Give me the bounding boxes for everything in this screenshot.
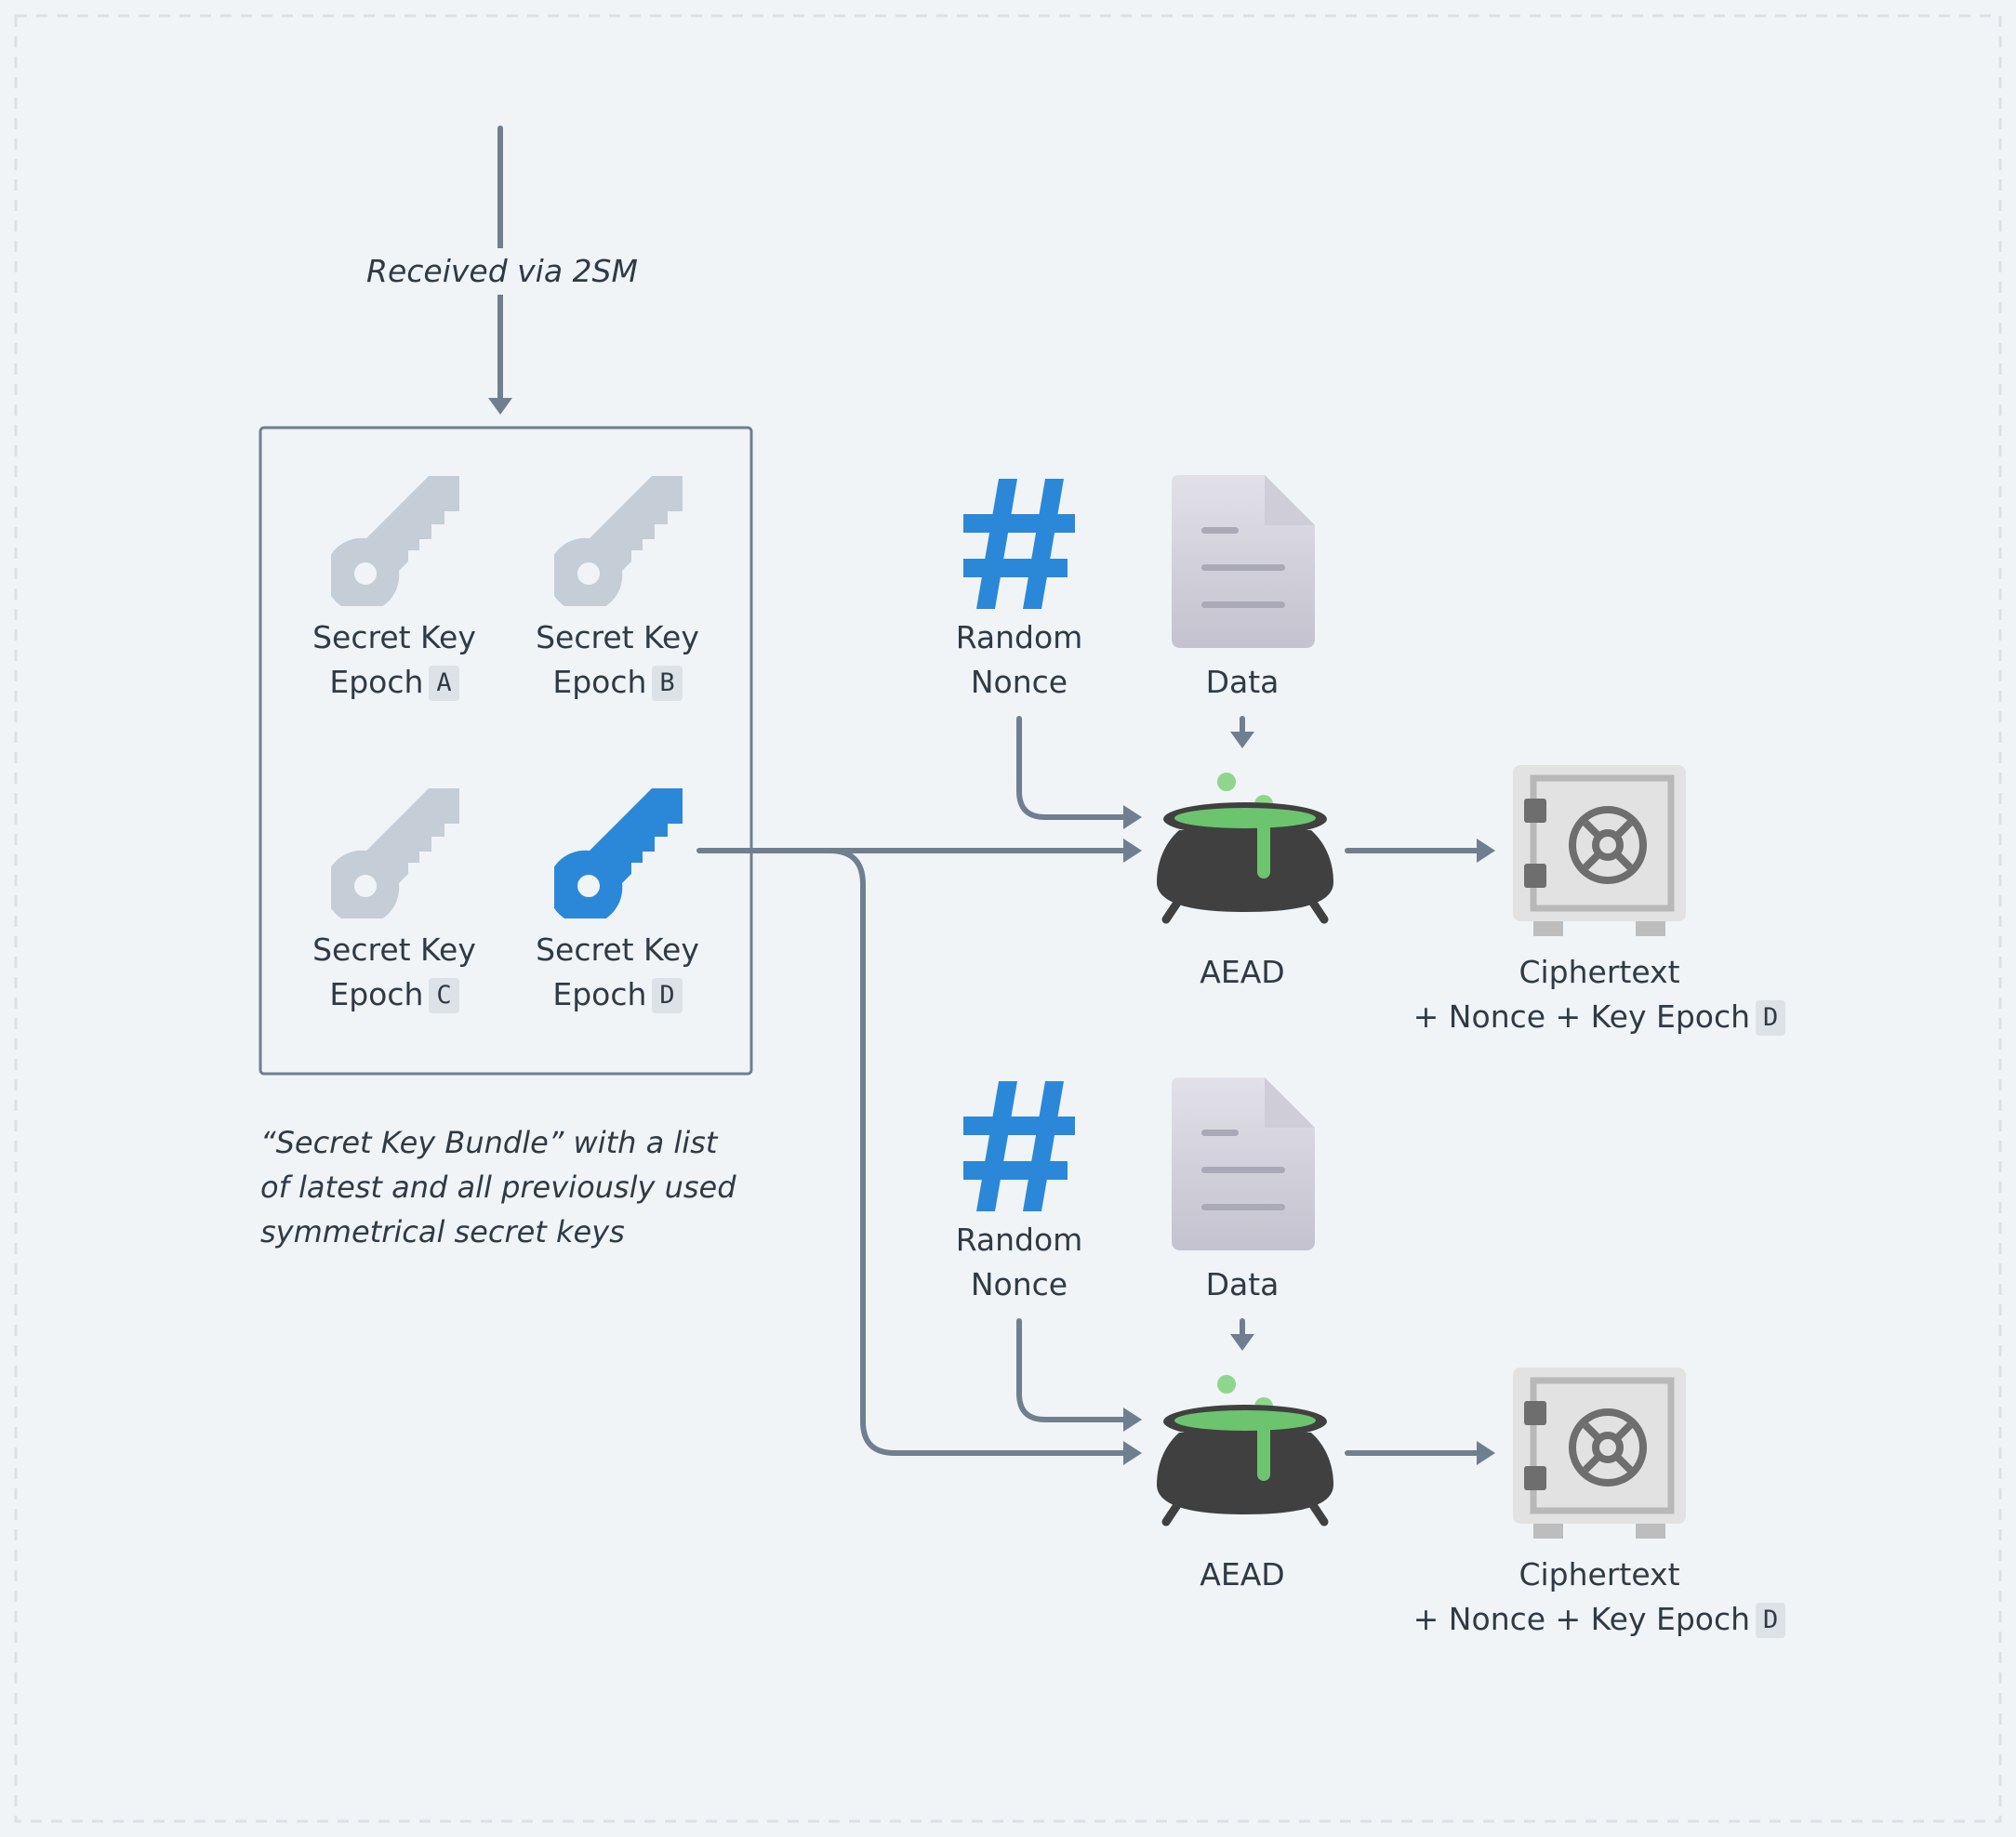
random-nonce-label: Random Nonce: [926, 615, 1112, 705]
cauldron-icon: [1157, 1375, 1333, 1522]
document-icon: [1172, 1077, 1315, 1250]
key-icon-epoch-c: [331, 788, 459, 918]
caption-line: “Secret Key Bundle” with a list: [260, 1125, 718, 1160]
aead-label: AEAD: [1200, 954, 1285, 990]
key-connectors: [696, 848, 1128, 1456]
nonce-label-line2: Nonce: [970, 1266, 1068, 1302]
nonce-label-line1: Random: [955, 619, 1083, 655]
outer-frame: [14, 14, 2002, 1823]
incoming-arrowhead: [488, 398, 512, 415]
received-via-label: Received via 2SM: [335, 248, 670, 295]
epoch-text: Epoch: [552, 664, 647, 700]
aead-label: AEAD: [1200, 1556, 1285, 1593]
epoch-badge: B: [652, 666, 683, 701]
key-label-line1: Secret Key: [312, 619, 476, 655]
key-icon-epoch-b: [554, 476, 683, 606]
epoch-text: Epoch: [329, 976, 424, 1012]
data-label: Data: [1205, 1266, 1280, 1302]
cauldron-icon: [1157, 773, 1333, 919]
key-icon-epoch-a: [331, 476, 459, 606]
epoch-badge: D: [652, 978, 683, 1013]
key-label-line1: Secret Key: [536, 932, 699, 968]
flow-1-arrowheads: [1123, 732, 1495, 863]
epoch-badge: D: [1756, 1603, 1786, 1638]
caption-line: symmetrical secret keys: [260, 1214, 625, 1249]
epoch-text: Epoch: [552, 976, 647, 1012]
epoch-badge: C: [429, 978, 459, 1013]
output-text: + Nonce + Key Epoch: [1413, 998, 1751, 1035]
caption-line: of latest and all previously used: [260, 1170, 736, 1205]
flow-2-arrowheads: [1123, 1334, 1495, 1465]
epoch-badge: A: [429, 666, 459, 701]
key-label-line1: Secret Key: [536, 619, 699, 655]
hash-icon: [963, 479, 1075, 609]
safe-icon: [1513, 765, 1686, 936]
document-icon: [1172, 475, 1315, 648]
random-nonce-label: Random Nonce: [926, 1218, 1112, 1307]
epoch-text: Epoch: [329, 664, 424, 700]
key-bundle-caption: “Secret Key Bundle” with a list of lates…: [260, 1120, 781, 1254]
hash-icon: [963, 1081, 1075, 1211]
output-text: + Nonce + Key Epoch: [1413, 1601, 1751, 1637]
data-label: Data: [1205, 664, 1280, 700]
key-bundle-box: [259, 426, 753, 1076]
nonce-label-line1: Random: [955, 1222, 1083, 1258]
key-label-line1: Secret Key: [312, 932, 476, 968]
nonce-label-line2: Nonce: [970, 664, 1068, 700]
key-icon-epoch-d: [554, 788, 683, 918]
epoch-badge: D: [1756, 1000, 1786, 1036]
safe-icon: [1513, 1368, 1686, 1539]
ciphertext-line1: Ciphertext: [1519, 954, 1680, 990]
ciphertext-line1: Ciphertext: [1519, 1556, 1680, 1593]
